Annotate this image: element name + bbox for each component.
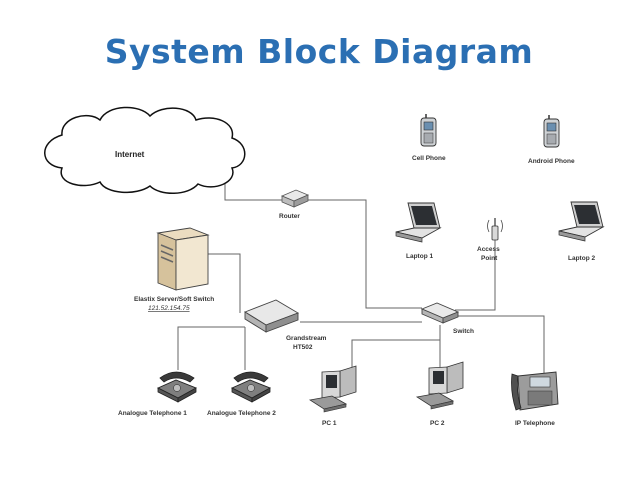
access-point-label-line2: Point	[481, 255, 498, 262]
server-label: Elastix Server/Soft Switch	[134, 296, 214, 303]
ip-telephone-icon: IP Telephone	[511, 371, 559, 427]
access-point-icon: Access Point	[477, 218, 503, 262]
grandstream-label-line1: Grandstream	[286, 335, 327, 342]
page-title: System Block Diagram	[104, 32, 534, 71]
laptop-2-label: Laptop 2	[568, 255, 595, 262]
wire-router-switch	[302, 199, 422, 309]
wire-pc1	[351, 339, 440, 374]
server-icon: Elastix Server/Soft Switch 121.52.154.75	[134, 227, 214, 312]
access-point-label-line1: Access	[477, 246, 500, 253]
analogue-telephone-1-icon: Analogue Telephone 1	[118, 371, 198, 417]
analogue-telephone-1-label: Analogue Telephone 1	[118, 410, 187, 417]
grandstream-icon: Grandstream HT502	[243, 299, 327, 351]
wire-ipphone	[455, 315, 545, 373]
laptop-2-icon: Laptop 2	[558, 201, 605, 262]
laptop-1-icon: Laptop 1	[395, 202, 442, 260]
cell-phone-icon: Cell Phone	[412, 114, 446, 162]
switch-label: Switch	[453, 328, 474, 335]
wire-internet-router	[224, 172, 290, 201]
wire-switch-accesspoint	[455, 240, 496, 311]
internet-cloud: Internet	[44, 106, 246, 194]
internet-label: Internet	[115, 150, 145, 159]
pc-2-icon: PC 2	[415, 361, 464, 427]
pc-1-label: PC 1	[322, 420, 337, 427]
grandstream-label-line2: HT502	[293, 344, 313, 351]
wire-analogue1	[177, 326, 245, 370]
android-phone-label: Android Phone	[528, 158, 575, 165]
pc-2-label: PC 2	[430, 420, 445, 427]
switch-icon: Switch	[420, 302, 474, 335]
pc-1-icon: PC 1	[308, 365, 357, 427]
router-label: Router	[279, 213, 300, 220]
analogue-telephone-2-icon: Analogue Telephone 2	[207, 371, 276, 417]
analogue-telephone-2-label: Analogue Telephone 2	[207, 410, 276, 417]
cell-phone-label: Cell Phone	[412, 155, 446, 162]
ip-telephone-label: IP Telephone	[515, 420, 555, 427]
connection-lines	[177, 172, 545, 374]
laptop-1-label: Laptop 1	[406, 253, 433, 260]
server-ip-label: 121.52.154.75	[148, 305, 190, 312]
android-phone-icon: Android Phone	[528, 115, 575, 165]
router-icon: Router	[279, 189, 310, 220]
